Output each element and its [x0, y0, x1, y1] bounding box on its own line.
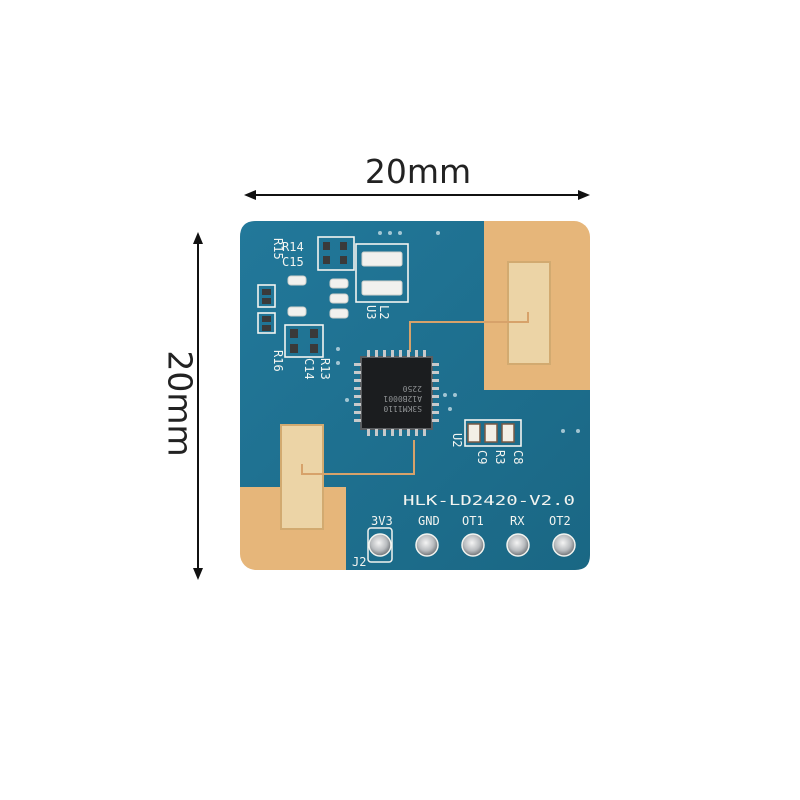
small-pads: [262, 242, 347, 353]
pin-label-gnd: GND: [418, 514, 440, 528]
label-c9: C9: [475, 450, 489, 464]
label-c14: C14: [302, 358, 316, 380]
ic-marking-line-1: S3KM1110: [383, 404, 422, 413]
width-dimension-arrow: [244, 190, 590, 200]
ic-pins: [354, 350, 439, 436]
antenna-feed-trace-rx: [301, 440, 415, 475]
pin-label-rx: RX: [510, 514, 525, 528]
label-l2: L2: [377, 305, 391, 319]
pin-rx: [506, 533, 530, 557]
u2-caps: [467, 423, 515, 443]
silkscreen-outlines: [257, 236, 522, 447]
pin-3v3: [368, 533, 392, 557]
connector-label-j2: J2: [352, 555, 366, 569]
pin-labels: 3V3 GND OT1 RX OT2: [371, 514, 571, 528]
smd-components: [287, 251, 403, 319]
label-r13: R13: [318, 358, 332, 380]
radar-ic: [360, 356, 433, 430]
label-r3: R3: [493, 450, 507, 464]
pin-label-3v3: 3V3: [371, 514, 393, 528]
pin-ot2: [552, 533, 576, 557]
antenna-patch-rx: [280, 424, 324, 530]
ic-marking: S3KM1110 A12B0001 2250: [383, 384, 422, 413]
pin-header: [367, 527, 576, 563]
width-dimension-label: 20mm: [364, 152, 472, 191]
label-r15: R15: [271, 238, 285, 260]
label-r14: R14: [282, 240, 304, 254]
label-c8: C8: [511, 450, 525, 464]
ic-marking-line-2: A12B0001: [383, 394, 422, 403]
antenna-feed-trace-tx: [409, 312, 529, 352]
ic-marking-line-3: 2250: [403, 384, 422, 393]
pin-label-ot2: OT2: [549, 514, 571, 528]
label-c15: C15: [282, 255, 304, 269]
label-u3: U3: [364, 305, 378, 319]
pin-gnd: [415, 533, 439, 557]
label-u2: U2: [450, 433, 464, 447]
height-dimension-arrow: [193, 232, 203, 580]
vias: [336, 231, 580, 433]
pin-label-ot1: OT1: [462, 514, 484, 528]
label-r16: R16: [271, 350, 285, 372]
board-model-label: HLK-LD2420-V2.0: [403, 494, 575, 509]
pin-ot1: [461, 533, 485, 557]
